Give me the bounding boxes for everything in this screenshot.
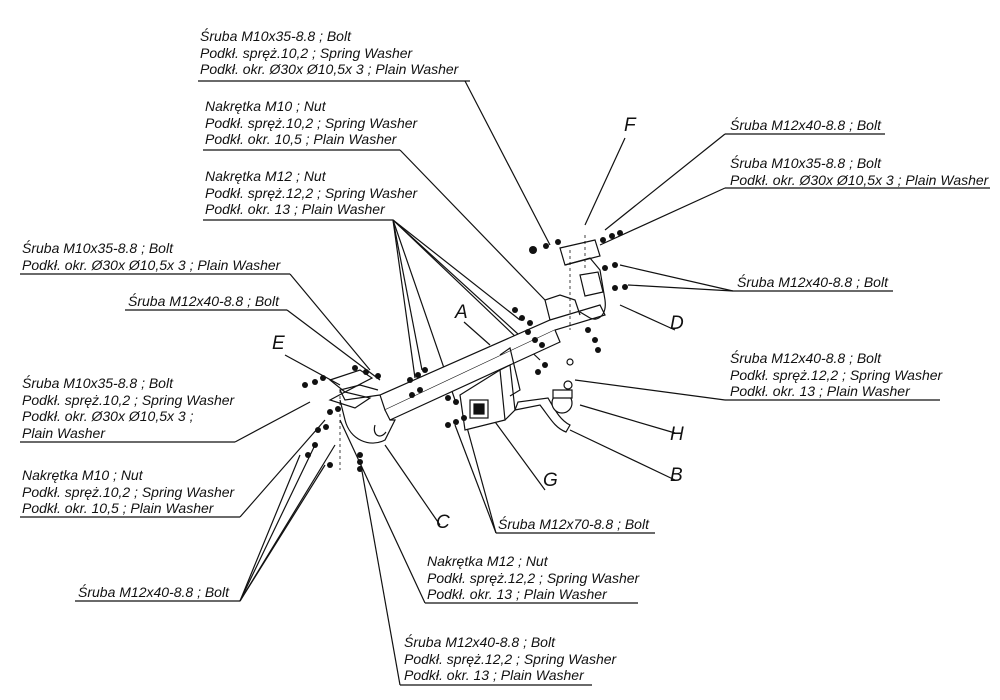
callout-line: Śruba M10x35-8.8 ; Bolt bbox=[730, 155, 881, 171]
callout-line: Podkł. spręż.10,2 ; Spring Washer bbox=[22, 483, 235, 500]
callout-line: Podkł. okr. 13 ; Plain Washer bbox=[205, 201, 385, 217]
callout-line: Śruba M12x40-8.8 ; Bolt bbox=[730, 117, 881, 133]
callout-line: Śruba M10x35-8.8 ; Bolt bbox=[22, 240, 173, 256]
callout-left-bolt-m10-full: Śruba M10x35-8.8 ; Bolt Podkł. spręż.10,… bbox=[22, 375, 234, 441]
part-letter-f: F bbox=[624, 115, 636, 136]
callout-line: Śruba M12x40-8.8 ; Bolt bbox=[78, 584, 229, 600]
callout-bottom-nut-m12: Nakrętka M12 ; Nut Podkł. spręż.12,2 ; S… bbox=[427, 553, 639, 603]
part-letter-h: H bbox=[670, 424, 684, 445]
callout-line: Śruba M12x40-8.8 ; Bolt bbox=[737, 274, 888, 290]
callout-bottom-bolt-m12: Śruba M12x40-8.8 ; Bolt Podkł. spręż.12,… bbox=[404, 634, 616, 684]
callout-top-bolt-m10: Śruba M10x35-8.8 ; Bolt Podkł. spręż.10,… bbox=[200, 28, 458, 78]
callout-line: Podkł. okr. Ø30x Ø10,5x 3 ; bbox=[22, 408, 194, 424]
callout-line: Nakrętka M10 ; Nut bbox=[22, 467, 143, 483]
callout-line: Podkł. okr. Ø30x Ø10,5x 3 ; Plain Washer bbox=[22, 256, 281, 273]
part-letter-b: B bbox=[670, 465, 683, 486]
callout-line: Plain Washer bbox=[22, 424, 106, 441]
callout-center-bolt-m12x70: Śruba M12x70-8.8 ; Bolt bbox=[498, 516, 649, 533]
callout-right-bolt-m12-top: Śruba M12x40-8.8 ; Bolt bbox=[730, 117, 881, 134]
part-letter-g: G bbox=[543, 470, 558, 491]
callout-left-nut-m10: Nakrętka M10 ; Nut Podkł. spręż.10,2 ; S… bbox=[22, 467, 234, 517]
callout-line: Podkł. okr. 10,5 ; Plain Washer bbox=[205, 131, 397, 147]
callout-line: Nakrętka M12 ; Nut bbox=[205, 168, 326, 184]
callout-line: Podkł. okr. 10,5 ; Plain Washer bbox=[22, 500, 214, 516]
callout-line: Podkł. okr. Ø30x Ø10,5x 3 ; Plain Washer bbox=[200, 61, 459, 77]
callout-line: Podkł. okr. 13 ; Plain Washer bbox=[730, 383, 910, 399]
callout-line: Podkł. spręż.10,2 ; Spring Washer bbox=[205, 114, 418, 131]
callout-line: Śruba M12x40-8.8 ; Bolt bbox=[730, 350, 881, 366]
part-letter-a: A bbox=[455, 302, 468, 323]
callout-line: Podkł. spręż.12,2 ; Spring Washer bbox=[730, 366, 943, 383]
part-letter-e: E bbox=[272, 333, 285, 354]
callout-right-bolt-m12-mid: Śruba M12x40-8.8 ; Bolt bbox=[737, 274, 888, 291]
callout-line: Śruba M12x40-8.8 ; Bolt bbox=[128, 293, 279, 309]
callout-line: Podkł. spręż.12,2 ; Spring Washer bbox=[404, 650, 617, 667]
callout-line: Podkł. okr. Ø30x Ø10,5x 3 ; Plain Washer bbox=[730, 171, 989, 188]
callout-line: Podkł. spręż.12,2 ; Spring Washer bbox=[205, 184, 418, 201]
callout-left-bolt-m12: Śruba M12x40-8.8 ; Bolt bbox=[128, 293, 279, 310]
callout-line: Podkł. okr. 13 ; Plain Washer bbox=[404, 667, 584, 683]
callout-line: Podkł. okr. 13 ; Plain Washer bbox=[427, 586, 607, 602]
callout-line: Śruba M10x35-8.8 ; Bolt bbox=[200, 28, 351, 44]
callout-line: Nakrętka M12 ; Nut bbox=[427, 553, 548, 569]
callout-line: Śruba M10x35-8.8 ; Bolt bbox=[22, 375, 173, 391]
callout-right-bolt-m10: Śruba M10x35-8.8 ; Bolt Podkł. okr. Ø30x… bbox=[730, 155, 988, 188]
part-letter-c: C bbox=[436, 512, 450, 533]
callout-nut-m12-top: Nakrętka M12 ; Nut Podkł. spręż.12,2 ; S… bbox=[205, 168, 417, 218]
callout-line: Śruba M12x40-8.8 ; Bolt bbox=[404, 634, 555, 650]
callout-nut-m10-top: Nakrętka M10 ; Nut Podkł. spręż.10,2 ; S… bbox=[205, 98, 417, 148]
callout-line: Podkł. spręż.10,2 ; Spring Washer bbox=[22, 391, 235, 408]
callout-line: Nakrętka M10 ; Nut bbox=[205, 98, 326, 114]
callout-line: Śruba M12x70-8.8 ; Bolt bbox=[498, 516, 649, 532]
callout-left-bolt-m10: Śruba M10x35-8.8 ; Bolt Podkł. okr. Ø30x… bbox=[22, 240, 280, 273]
part-letter-d: D bbox=[670, 313, 684, 334]
callout-bottom-left-bolt: Śruba M12x40-8.8 ; Bolt bbox=[78, 584, 229, 601]
callout-line: Podkł. spręż.12,2 ; Spring Washer bbox=[427, 569, 640, 586]
callout-right-bolt-m12-lower: Śruba M12x40-8.8 ; Bolt Podkł. spręż.12,… bbox=[730, 350, 942, 400]
callout-line: Podkł. spręż.10,2 ; Spring Washer bbox=[200, 44, 413, 61]
